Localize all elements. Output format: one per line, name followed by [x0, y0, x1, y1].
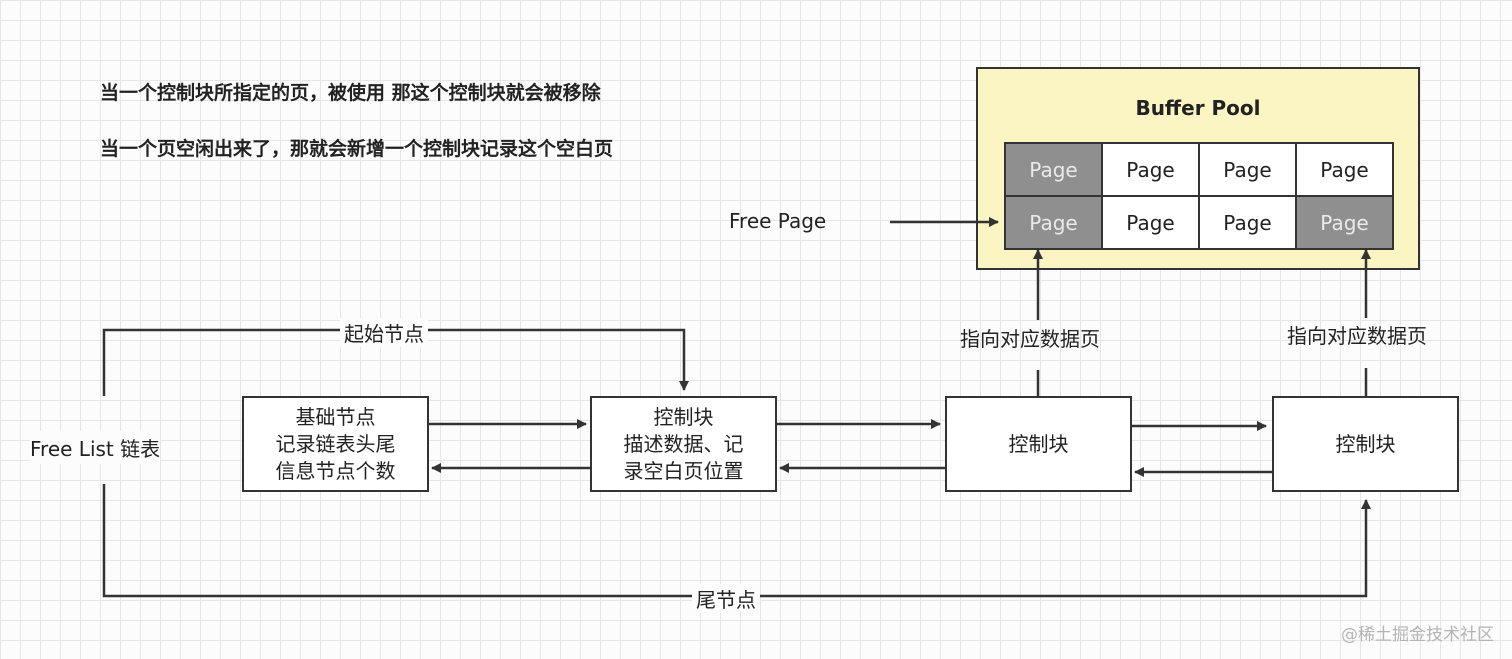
- points-to-page-label: 指向对应数据页: [1287, 324, 1427, 348]
- control-block-node: 控制块: [945, 396, 1132, 492]
- base-node-line: 信息节点个数: [275, 458, 396, 483]
- control-block-line: 控制块: [1008, 431, 1069, 456]
- control-block-line: 录空白页位置: [623, 458, 744, 483]
- control-block-line: 控制块: [1335, 431, 1396, 456]
- control-block-node: 控制块: [1272, 396, 1459, 492]
- free-list-label: Free List 链表: [30, 431, 161, 464]
- base-node-line: 记录链表头尾: [275, 431, 396, 456]
- buffer-pool-pages: Page Page Page Page Page Page Page Page: [1004, 142, 1394, 250]
- page-cell: Page: [1006, 144, 1101, 195]
- points-to-page-label: 指向对应数据页: [960, 327, 1100, 351]
- page-cell: Page: [1200, 197, 1295, 248]
- control-block-line: 描述数据、记: [623, 431, 744, 456]
- note-line-2: 当一个页空闲出来了，那就会新增一个控制块记录这个空白页: [100, 138, 614, 160]
- note-line-1: 当一个控制块所指定的页，被使用 那这个控制块就会被移除: [100, 82, 601, 104]
- control-block-line: 控制块: [653, 404, 714, 429]
- page-cell: Page: [1103, 197, 1198, 248]
- free-page-cell: Page: [1006, 197, 1101, 248]
- tail-node-arrow: [102, 484, 1371, 598]
- tail-node-label: 尾节点: [692, 584, 760, 613]
- start-node-label: 起始节点: [340, 318, 428, 347]
- page-cell: Page: [1297, 144, 1392, 195]
- free-page-label: Free Page: [729, 209, 827, 233]
- base-node-line: 基础节点: [295, 404, 376, 429]
- control-block-node: 控制块 描述数据、记 录空白页位置: [590, 396, 777, 492]
- buffer-pool-title: Buffer Pool: [1135, 96, 1261, 120]
- page-cell: Page: [1103, 144, 1198, 195]
- base-node: 基础节点 记录链表头尾 信息节点个数: [242, 396, 429, 492]
- free-page-cell: Page: [1297, 197, 1392, 248]
- watermark: @稀土掘金技术社区: [1341, 625, 1494, 645]
- page-cell: Page: [1200, 144, 1295, 195]
